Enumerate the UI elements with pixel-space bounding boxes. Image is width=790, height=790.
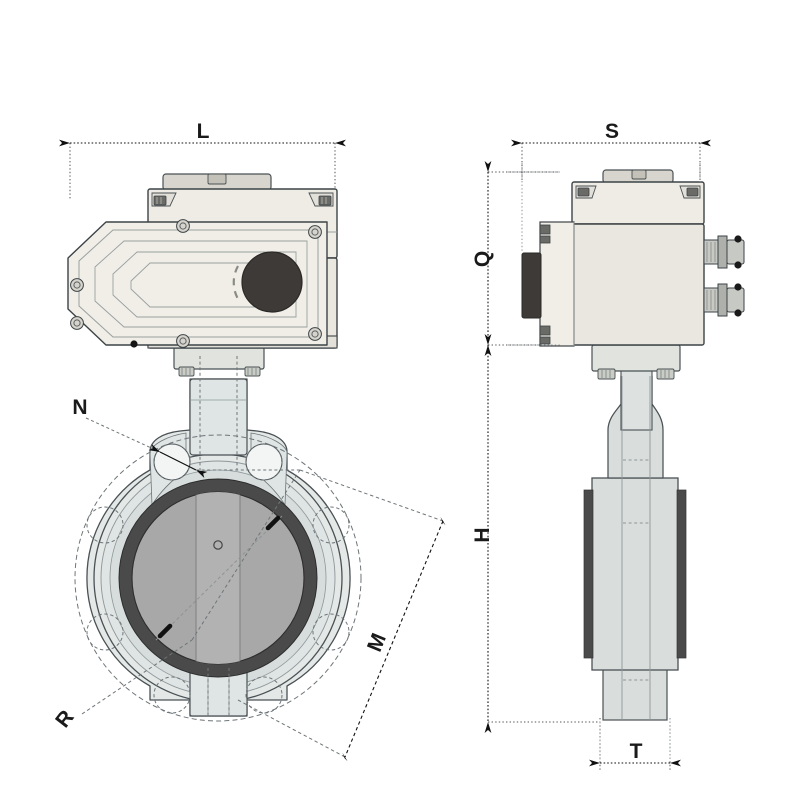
cover-bolt [70, 219, 322, 348]
dim-S-extension-lines [521, 143, 701, 180]
side-view-body [583, 344, 687, 721]
disc-edge-marks [157, 515, 281, 639]
dim-label-T: T [630, 740, 643, 763]
manual-override-knob[interactable] [130, 340, 138, 348]
actuator-housing-side [521, 169, 705, 347]
position-indicator-side [521, 252, 542, 319]
cable-gland-lower [703, 283, 745, 317]
side-view-guides [508, 163, 701, 760]
dim-label-S: S [605, 120, 619, 143]
cable-gland-upper [703, 235, 745, 269]
disc-diagonal [155, 515, 283, 641]
stem-center-mark [213, 540, 223, 550]
dim-label-L: L [197, 120, 210, 143]
side-view: S Q H T [471, 120, 745, 770]
front-view-hidden-lines [199, 356, 238, 716]
dim-R [81, 469, 301, 715]
dim-label-Q: Q [471, 251, 494, 267]
mounting-bracket-side [591, 344, 681, 372]
mounting-bracket [173, 346, 265, 377]
dim-label-H: H [471, 527, 494, 542]
indicator-scale [232, 265, 239, 300]
dim-Q-extension-lines [488, 171, 560, 346]
dim-N [85, 417, 300, 478]
valve-seat-edge-right [676, 489, 687, 659]
dim-label-N: N [72, 396, 87, 419]
front-view: L [51, 120, 446, 762]
actuator-cover [67, 219, 328, 348]
valve-seat-edge-left [583, 489, 594, 659]
valve-disc-detail [195, 492, 241, 664]
dim-M [237, 469, 446, 762]
position-indicator[interactable] [241, 251, 303, 313]
